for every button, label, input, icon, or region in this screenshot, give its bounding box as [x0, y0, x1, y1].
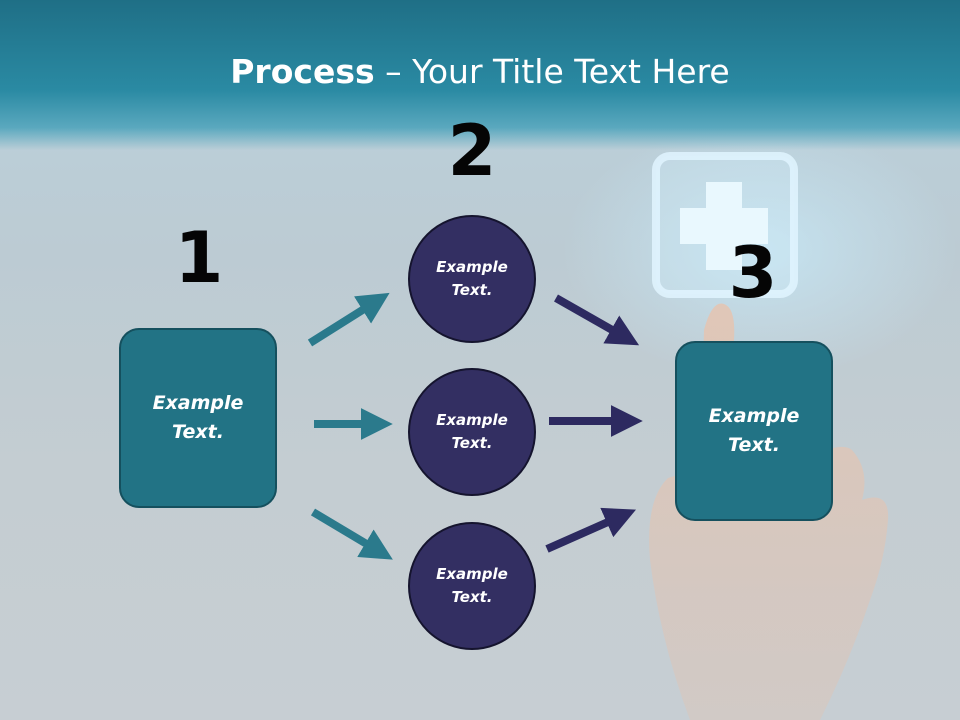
circle-bottom-line1: Example — [436, 565, 508, 583]
circle-middle-line2: Text. — [451, 434, 493, 452]
medical-cross-icon — [652, 152, 798, 298]
step-1-box-line1: Example — [152, 392, 244, 414]
circle-top-line1: Example — [436, 258, 508, 276]
title-bar — [0, 0, 960, 150]
step-2-circle-top: Example Text. — [408, 215, 536, 343]
arrow-to-top — [307, 292, 390, 347]
slide-title: Process – Your Title Text Here — [0, 52, 960, 91]
step-3-box-line2: Text. — [728, 434, 780, 456]
circle-middle-line1: Example — [436, 411, 508, 429]
title-text: – Your Title Text Here — [374, 52, 730, 91]
step-2-circle-middle: Example Text. — [408, 368, 536, 496]
step-number-3: 3 — [728, 232, 778, 314]
step-number-1: 1 — [174, 217, 224, 299]
step-3-box-line1: Example — [708, 405, 800, 427]
circle-bottom-line2: Text. — [451, 588, 493, 606]
step-3-box: Example Text. — [675, 341, 833, 521]
arrow-top-to-result — [554, 294, 640, 346]
arrow-to-bottom — [310, 508, 393, 560]
step-number-2: 2 — [447, 110, 497, 192]
step-1-box: Example Text. — [119, 328, 277, 508]
step-1-box-line2: Text. — [172, 421, 224, 443]
arrow-bottom-to-result — [545, 507, 637, 553]
title-bold-word: Process — [230, 52, 375, 91]
circle-top-line2: Text. — [451, 281, 493, 299]
step-2-circle-bottom: Example Text. — [408, 522, 536, 650]
